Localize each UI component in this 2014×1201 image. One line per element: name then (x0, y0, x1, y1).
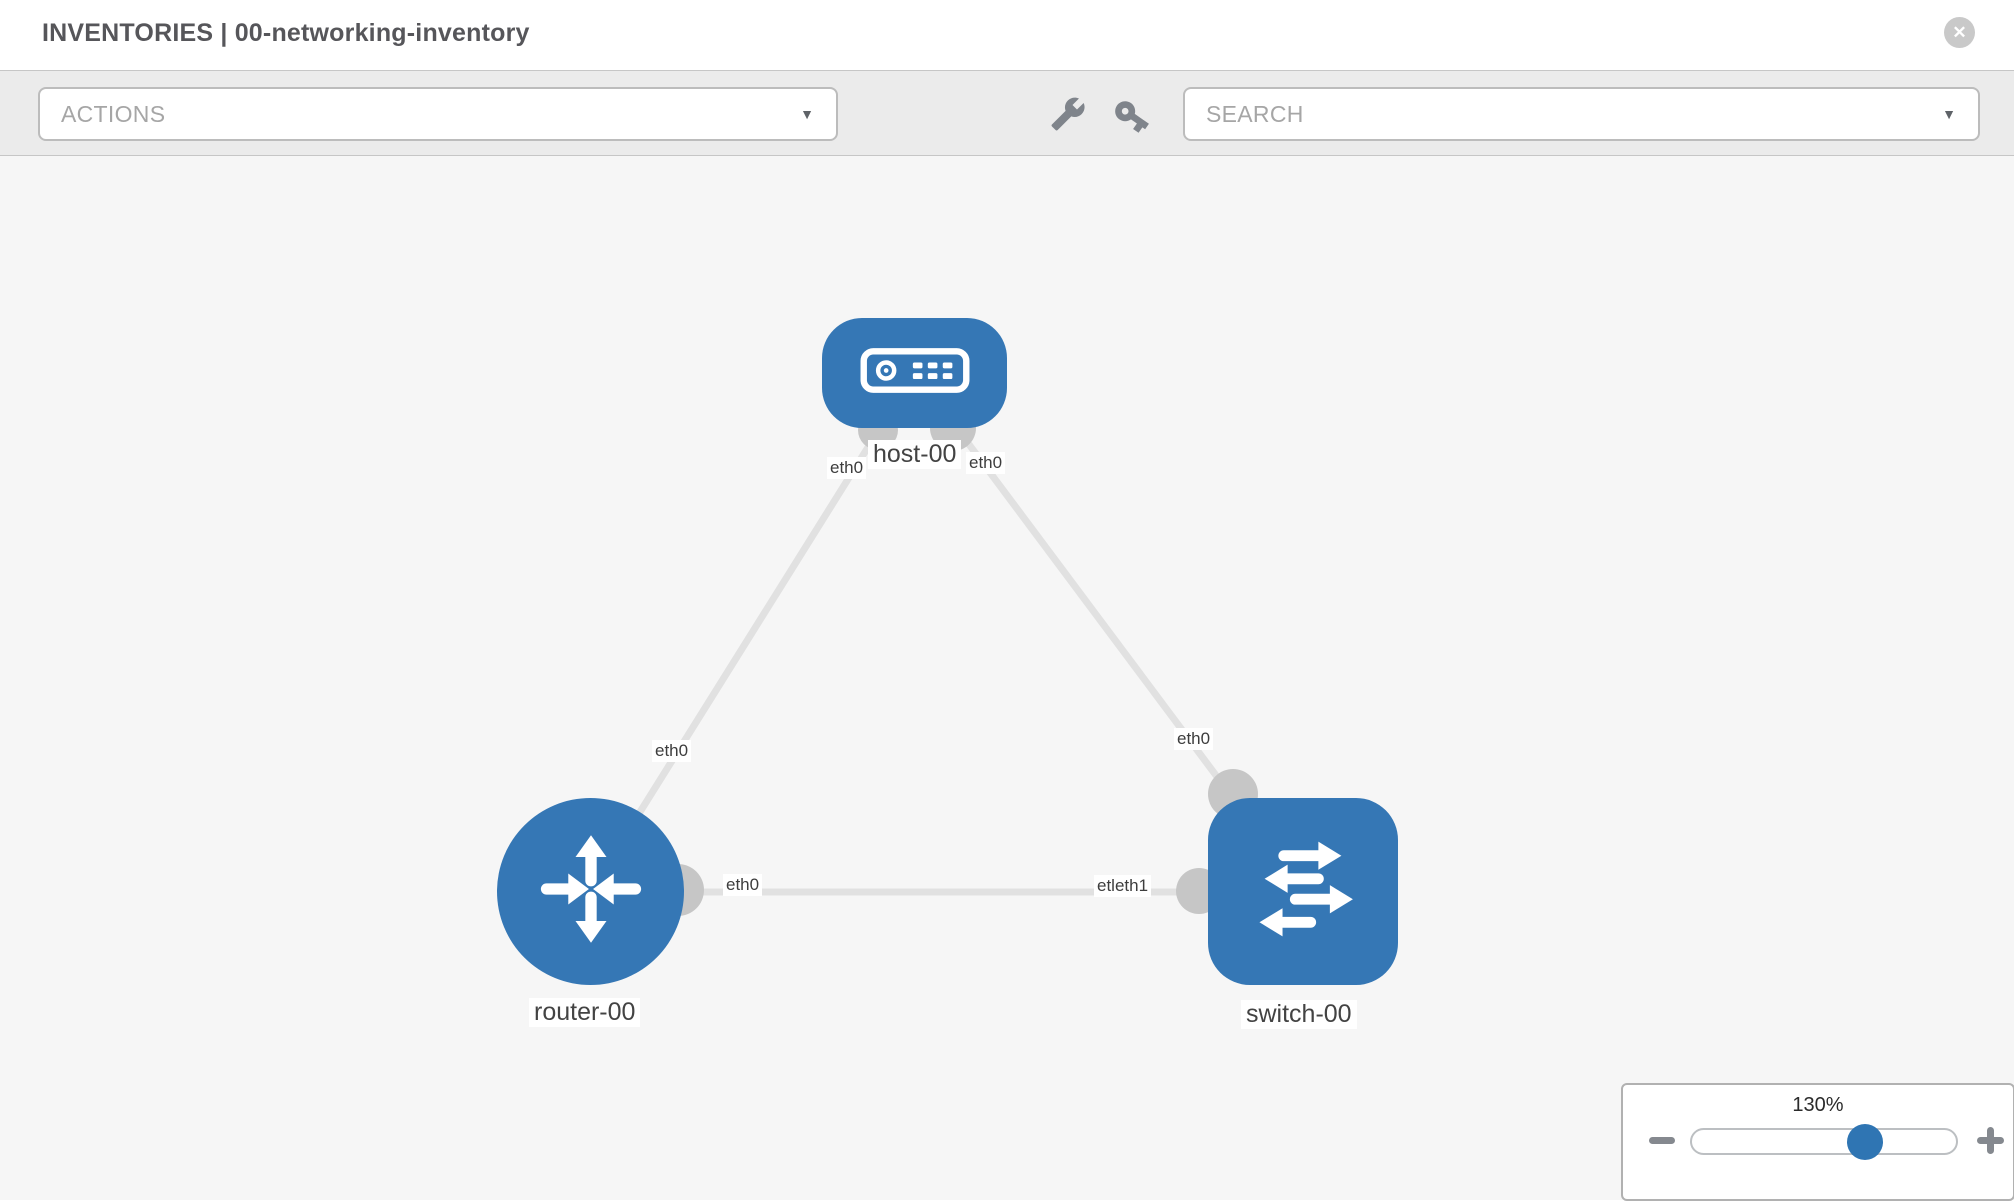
zoom-slider[interactable] (1690, 1128, 1958, 1155)
plus-icon (1987, 1127, 1994, 1154)
node-router-00[interactable] (497, 798, 684, 985)
chevron-down-icon: ▼ (800, 106, 814, 122)
actions-dropdown[interactable]: ACTIONS ▼ (38, 87, 838, 141)
close-button[interactable]: ✕ (1944, 17, 1975, 48)
router-icon (529, 827, 653, 956)
topology-canvas[interactable] (0, 156, 2014, 1200)
iface-label: eth0 (1174, 728, 1214, 750)
page-title: INVENTORIES | 00-networking-inventory (42, 19, 530, 47)
node-label-host: host-00 (868, 440, 962, 469)
search-dropdown[interactable]: SEARCH ▼ (1183, 87, 1980, 141)
zoom-out-button[interactable] (1649, 1137, 1675, 1144)
iface-label: eth0 (827, 457, 867, 479)
host-icon (859, 347, 971, 399)
credentials-button[interactable] (1112, 96, 1152, 136)
zoom-in-button[interactable] (1977, 1127, 2004, 1154)
node-label-router: router-00 (529, 998, 641, 1027)
zoom-panel: 130% (1621, 1083, 2014, 1201)
zoom-level-label: 130% (1792, 1094, 1844, 1116)
node-host-00[interactable] (822, 318, 1007, 428)
chevron-down-icon: ▼ (1942, 106, 1956, 122)
iface-label: eth0 (723, 874, 763, 896)
iface-label: eth0 (652, 740, 692, 762)
key-icon (1112, 96, 1152, 136)
modal-header: INVENTORIES | 00-networking-inventory ✕ (0, 0, 2014, 71)
actions-dropdown-label: ACTIONS (61, 100, 166, 127)
node-switch-00[interactable] (1208, 798, 1398, 985)
close-icon: ✕ (1952, 23, 1967, 42)
search-dropdown-label: SEARCH (1206, 100, 1304, 127)
wrench-icon (1050, 96, 1086, 132)
configure-button[interactable] (1050, 96, 1086, 132)
iface-label: eth0 (966, 452, 1006, 474)
iface-label: etleth1 (1094, 875, 1152, 897)
switch-icon (1238, 825, 1368, 958)
node-label-switch: switch-00 (1241, 1000, 1357, 1029)
zoom-slider-thumb[interactable] (1847, 1124, 1883, 1160)
toolbar: ACTIONS ▼ SEARCH ▼ (0, 71, 2014, 156)
